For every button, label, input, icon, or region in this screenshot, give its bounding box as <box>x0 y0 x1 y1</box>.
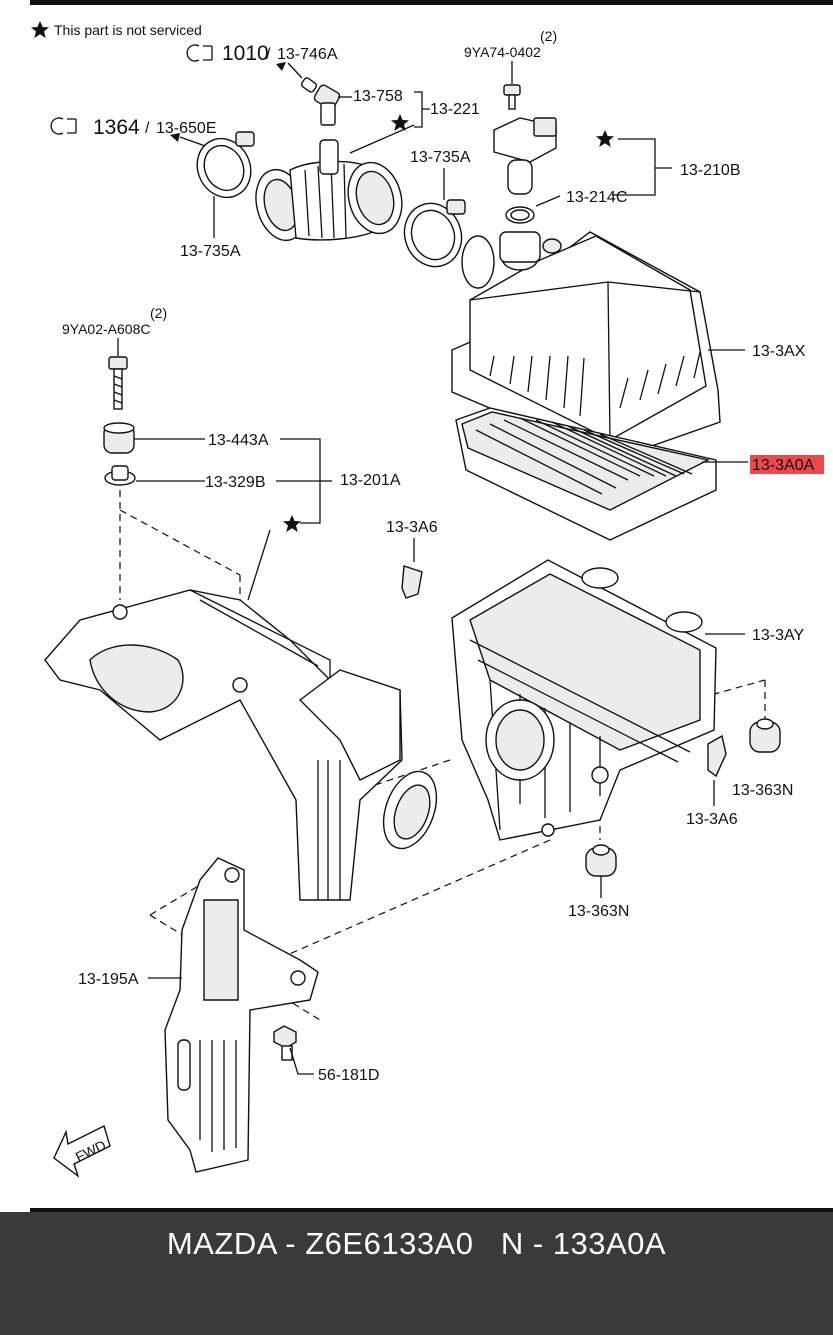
svg-text:13-3A6: 13-3A6 <box>686 811 738 828</box>
svg-text:13-735A: 13-735A <box>180 243 241 260</box>
svg-text:13-195A: 13-195A <box>78 971 139 988</box>
top-border <box>30 0 833 5</box>
svg-text:9YA74-0402: 9YA74-0402 <box>464 44 541 60</box>
svg-text:13-210B: 13-210B <box>680 162 741 179</box>
footer-part-number: MAZDA - Z6E6133A0 N - 133A0A <box>166 1226 667 1261</box>
part-13-214C: 13-214C <box>505 189 627 224</box>
part-9YA74-0402: (2) 9YA74-0402 <box>464 28 557 110</box>
callout-13-758: 13-758 13-221 <box>320 88 480 154</box>
svg-text:13-3AY: 13-3AY <box>752 627 805 644</box>
legend-note: This part is not serviced <box>54 22 202 38</box>
part-13-3A0A: 13-3A0A <box>455 407 824 541</box>
part-13-443A: 13-443A <box>103 422 321 532</box>
highlight-box <box>750 455 824 474</box>
star-icon <box>31 21 49 38</box>
part-13-735A-left: 13-735A <box>180 131 255 260</box>
svg-text:13-329B: 13-329B <box>205 474 266 491</box>
svg-text:13-735A: 13-735A <box>410 149 471 166</box>
star-icon <box>391 114 409 131</box>
svg-text:(2): (2) <box>150 305 167 321</box>
fwd-arrow-icon: FWD <box>53 1125 111 1178</box>
svg-text:13-650E: 13-650E <box>156 120 217 137</box>
part-13-3A6-bottom: 13-3A6 <box>686 734 738 828</box>
star-icon <box>283 515 301 532</box>
dashed-guide <box>119 509 241 576</box>
svg-text:13-221: 13-221 <box>430 101 480 118</box>
svg-text:/: / <box>266 46 271 63</box>
svg-text:13-3A6: 13-3A6 <box>386 519 438 536</box>
footer-rule <box>30 1208 833 1212</box>
svg-text:56-181D: 56-181D <box>318 1067 379 1084</box>
svg-text:13-363N: 13-363N <box>568 903 629 920</box>
svg-text:13-443A: 13-443A <box>208 432 269 449</box>
svg-text:13-363N: 13-363N <box>732 782 793 799</box>
label-13-3A0A: 13-3A0A <box>752 457 815 474</box>
part-13-201A <box>44 529 438 901</box>
part-13-363N-bottom: 13-363N <box>568 844 629 920</box>
svg-text:13-201A: 13-201A <box>340 472 401 489</box>
star-icon <box>596 130 614 147</box>
part-intake-duct <box>255 139 403 242</box>
part-13-363N-right: 13-363N <box>732 718 793 799</box>
part-13-3AX: 13-3AX <box>451 231 806 461</box>
svg-text:1364: 1364 <box>93 116 140 139</box>
svg-text:13-214C: 13-214C <box>566 189 627 206</box>
svg-text:/: / <box>145 120 150 137</box>
dashed-guide <box>359 759 451 791</box>
svg-text:(2): (2) <box>540 28 557 44</box>
ref-1010-callout: 1010 / 13-746A <box>186 42 338 79</box>
svg-text:13-3AX: 13-3AX <box>752 343 806 360</box>
part-13-210B: 13-210B <box>493 117 741 196</box>
part-13-195A: 13-195A <box>78 857 319 1173</box>
parts-diagram: This part is not serviced 1010 / 13-746A… <box>30 0 833 1178</box>
part-13-3A6-top: 13-3A6 <box>386 519 438 599</box>
part-13-329B: 13-329B 13-201A <box>104 465 401 491</box>
svg-text:1010: 1010 <box>222 42 269 65</box>
part-13-735A-top: 13-735A <box>403 149 471 268</box>
svg-text:9YA02-A608C: 9YA02-A608C <box>62 321 150 337</box>
svg-text:13-746A: 13-746A <box>277 46 338 63</box>
part-13-3AY: 13-3AY <box>451 559 805 841</box>
part-56-181D: 56-181D <box>273 1025 379 1084</box>
svg-text:13-758: 13-758 <box>353 88 403 105</box>
part-9YA02-A608C: (2) 9YA02-A608C <box>62 305 167 410</box>
footer-bar: MAZDA - Z6E6133A0 N - 133A0A <box>0 1212 833 1335</box>
ref-1364-callout: 1364 / 13-650E <box>50 116 217 148</box>
